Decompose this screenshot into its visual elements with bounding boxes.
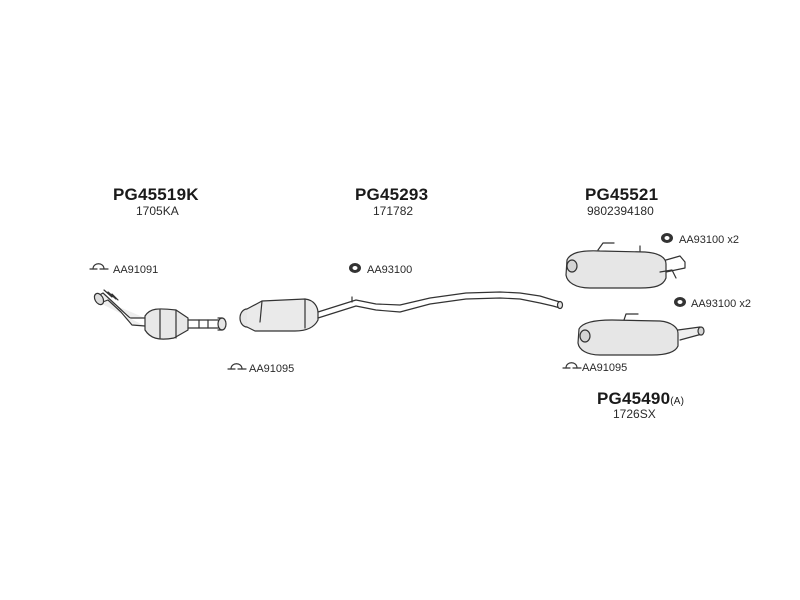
part-code-catalyst: PG45519K (113, 185, 199, 204)
middle-silencer (239, 291, 564, 332)
fitting-label-mount-rear: AA93100 x2 (679, 234, 739, 246)
part-code-middle-silencer: PG45293 (355, 185, 429, 204)
rear-silencer-alt (577, 313, 705, 356)
fitting-label-clamp-front: AA91091 (113, 264, 159, 276)
part-code-rear-silencer: PG45521 (585, 185, 659, 204)
clamp-icon (227, 363, 247, 370)
catalyst-front-pipe (93, 289, 227, 340)
rubber-mount-icon (661, 233, 673, 243)
clamp-icon (89, 263, 109, 270)
rubber-mount-icon (674, 297, 686, 307)
fitting-label-clamp-rear: AA91095 (582, 362, 628, 374)
clamp-icon (562, 362, 582, 369)
oe-number-catalyst: 1705KA (136, 204, 179, 218)
rubber-mount-icon (349, 263, 361, 273)
part-code-suffix: (A) (670, 396, 685, 407)
fitting-label-mount-middle: AA93100 (367, 264, 413, 276)
part-code-rear-silencer-alt: PG45490(A) (597, 389, 685, 408)
oe-number-rear-silencer: 9802394180 (587, 204, 654, 218)
oe-number-rear-silencer-alt: 1726SX (613, 407, 656, 421)
rear-silencer (565, 242, 686, 289)
fitting-label-clamp-middle: AA91095 (249, 363, 295, 375)
oe-number-middle-silencer: 171782 (373, 204, 414, 218)
fitting-label-mount-rear-alt: AA93100 x2 (691, 298, 751, 310)
